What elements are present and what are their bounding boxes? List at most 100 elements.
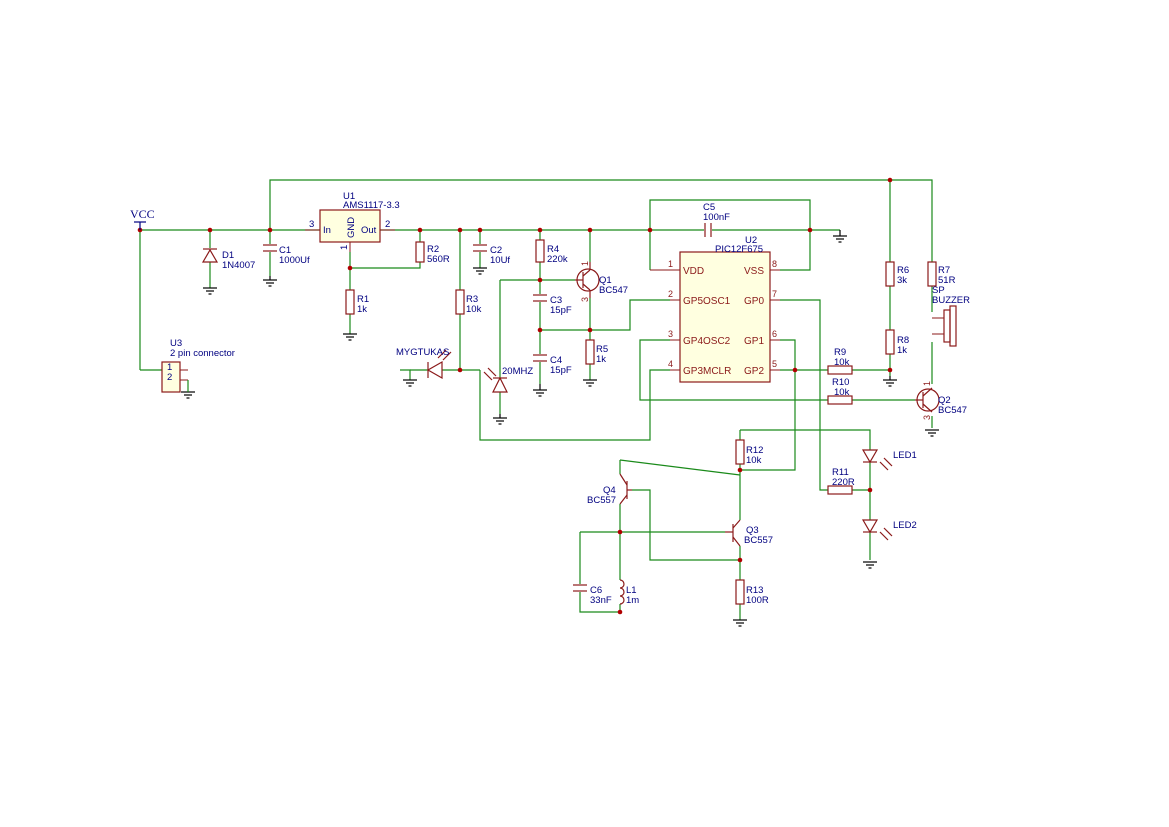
r9-ref: R9: [834, 347, 846, 358]
r1-value: 1k: [357, 304, 367, 315]
resistor-r11: R11 220R: [827, 467, 855, 495]
c1-ref: C1: [279, 245, 291, 256]
led1-ref: LED1: [893, 450, 917, 461]
led-led2: LED2: [861, 519, 917, 541]
r8-ref: R8: [897, 335, 909, 346]
resistor-r5: R5 1k: [585, 339, 608, 365]
diode-d1: D1 1N4007: [201, 248, 255, 271]
capacitor-c4: C4 15pF: [533, 354, 572, 376]
u1-ref: U1: [343, 191, 355, 202]
u2-value: PIC12F675: [715, 244, 763, 255]
u2-pin-num: 8: [772, 259, 777, 269]
u1-value: AMS1117-3.3: [343, 200, 400, 211]
q1-ref: Q1: [599, 275, 612, 286]
r4-value: 220k: [547, 254, 568, 265]
u1-pin-in: In: [323, 225, 331, 236]
resistor-r13: R13 100R: [735, 579, 769, 606]
r13-ref: R13: [746, 585, 763, 596]
capacitor-c6: C6 33nF: [573, 584, 612, 606]
u2-pin-num: 5: [772, 359, 777, 369]
u2-ref: U2: [745, 235, 757, 246]
q1-value: BC547: [599, 285, 628, 296]
u2-pin-name: VDD: [683, 266, 704, 277]
ground-icon: [925, 429, 939, 437]
resistor-r8: R8 1k: [885, 329, 909, 356]
q3-value: BC557: [744, 535, 773, 546]
resistor-r10: R10 10k: [827, 377, 853, 405]
r9-value: 10k: [834, 357, 850, 368]
transistor-q1: Q1 BC547 1 3: [575, 261, 628, 302]
q2-ref: Q2: [938, 395, 951, 406]
r7-ref: R7: [938, 265, 950, 276]
r12-ref: R12: [746, 445, 763, 456]
q1-pin3: 3: [580, 297, 590, 302]
photodiode-20mhz: 20MHZ: [483, 366, 533, 393]
u3-value: 2 pin connector: [170, 348, 235, 359]
u1-pin2: 2: [385, 219, 390, 230]
r7-value: 51R: [938, 275, 956, 286]
resistor-r9: R9 10k: [827, 347, 853, 375]
buzzer-value: BUZZER: [932, 295, 970, 306]
photodiode-ref: 20MHZ: [502, 366, 533, 377]
ground-icon: [343, 333, 357, 341]
c6-ref: C6: [590, 585, 602, 596]
led2-ref: LED2: [893, 520, 917, 531]
l1-value: 1m: [626, 595, 639, 606]
buzzer-ref: SP: [932, 285, 945, 296]
r1-ref: R1: [357, 294, 369, 305]
c6-value: 33nF: [590, 595, 612, 606]
u2-pin-num: 1: [668, 259, 673, 269]
connector-u3: U3 2 pin connector 1 2: [161, 338, 235, 393]
ground-icon: [473, 267, 487, 275]
q2-pin1: 1: [922, 381, 932, 386]
vcc-label: VCC: [130, 207, 155, 221]
u2-pin-name: VSS: [744, 266, 764, 277]
buzzer-sp: SP BUZZER: [932, 285, 970, 347]
u1-pin1: 1: [339, 245, 350, 250]
regulator-u1: U1 AMS1117-3.3 In Out GND 3 2 1: [305, 191, 400, 252]
r6-value: 3k: [897, 275, 907, 286]
r11-ref: R11: [832, 467, 849, 478]
u1-pin-gnd: GND: [346, 217, 357, 238]
r10-value: 10k: [834, 387, 850, 398]
r3-ref: R3: [466, 294, 478, 305]
capacitor-c1: C1 1000Uf: [263, 244, 310, 266]
u1-pin-out: Out: [361, 225, 377, 236]
ground-symbols: [181, 230, 939, 627]
c5-value: 100nF: [703, 212, 730, 223]
ground-icon: [181, 391, 195, 399]
capacitor-c5: C5 100nF: [703, 202, 730, 237]
r8-value: 1k: [897, 345, 907, 356]
resistor-r6: R6 3k: [885, 261, 909, 287]
r5-value: 1k: [596, 354, 606, 365]
vcc-power-symbol: VCC: [130, 207, 155, 230]
ground-icon: [263, 276, 277, 287]
ground-icon: [533, 384, 547, 397]
l1-ref: L1: [626, 585, 637, 596]
wires: [139, 179, 933, 620]
u3-pin2: 2: [167, 372, 172, 383]
u2-pin-name: GP3MCLR: [683, 366, 731, 377]
q3-ref: Q3: [746, 525, 759, 536]
c5-ref: C5: [703, 202, 715, 213]
ground-icon: [583, 379, 597, 387]
resistor-r12: R12 10k: [735, 439, 763, 466]
q2-value: BC547: [938, 405, 967, 416]
ground-icon: [403, 379, 417, 387]
transistor-q2: Q2 BC547 1 3: [915, 381, 967, 420]
ground-icon: [203, 287, 217, 295]
r3-value: 10k: [466, 304, 482, 315]
r5-ref: R5: [596, 344, 608, 355]
led-led1: LED1: [861, 449, 917, 471]
c4-ref: C4: [550, 355, 562, 366]
led-mygtukas: MYGTUKAS: [396, 347, 452, 380]
resistor-r3: R3 10k: [455, 289, 482, 315]
ground-icon: [863, 561, 877, 569]
d1-ref: D1: [222, 250, 234, 261]
q4-ref: Q4: [603, 485, 616, 496]
q4-value: BC557: [587, 495, 616, 506]
inductor-l1: L1 1m: [619, 579, 639, 606]
u1-pin3: 3: [309, 219, 314, 230]
c1-value: 1000Uf: [279, 255, 310, 266]
u2-pin-name: GP1: [744, 336, 764, 347]
